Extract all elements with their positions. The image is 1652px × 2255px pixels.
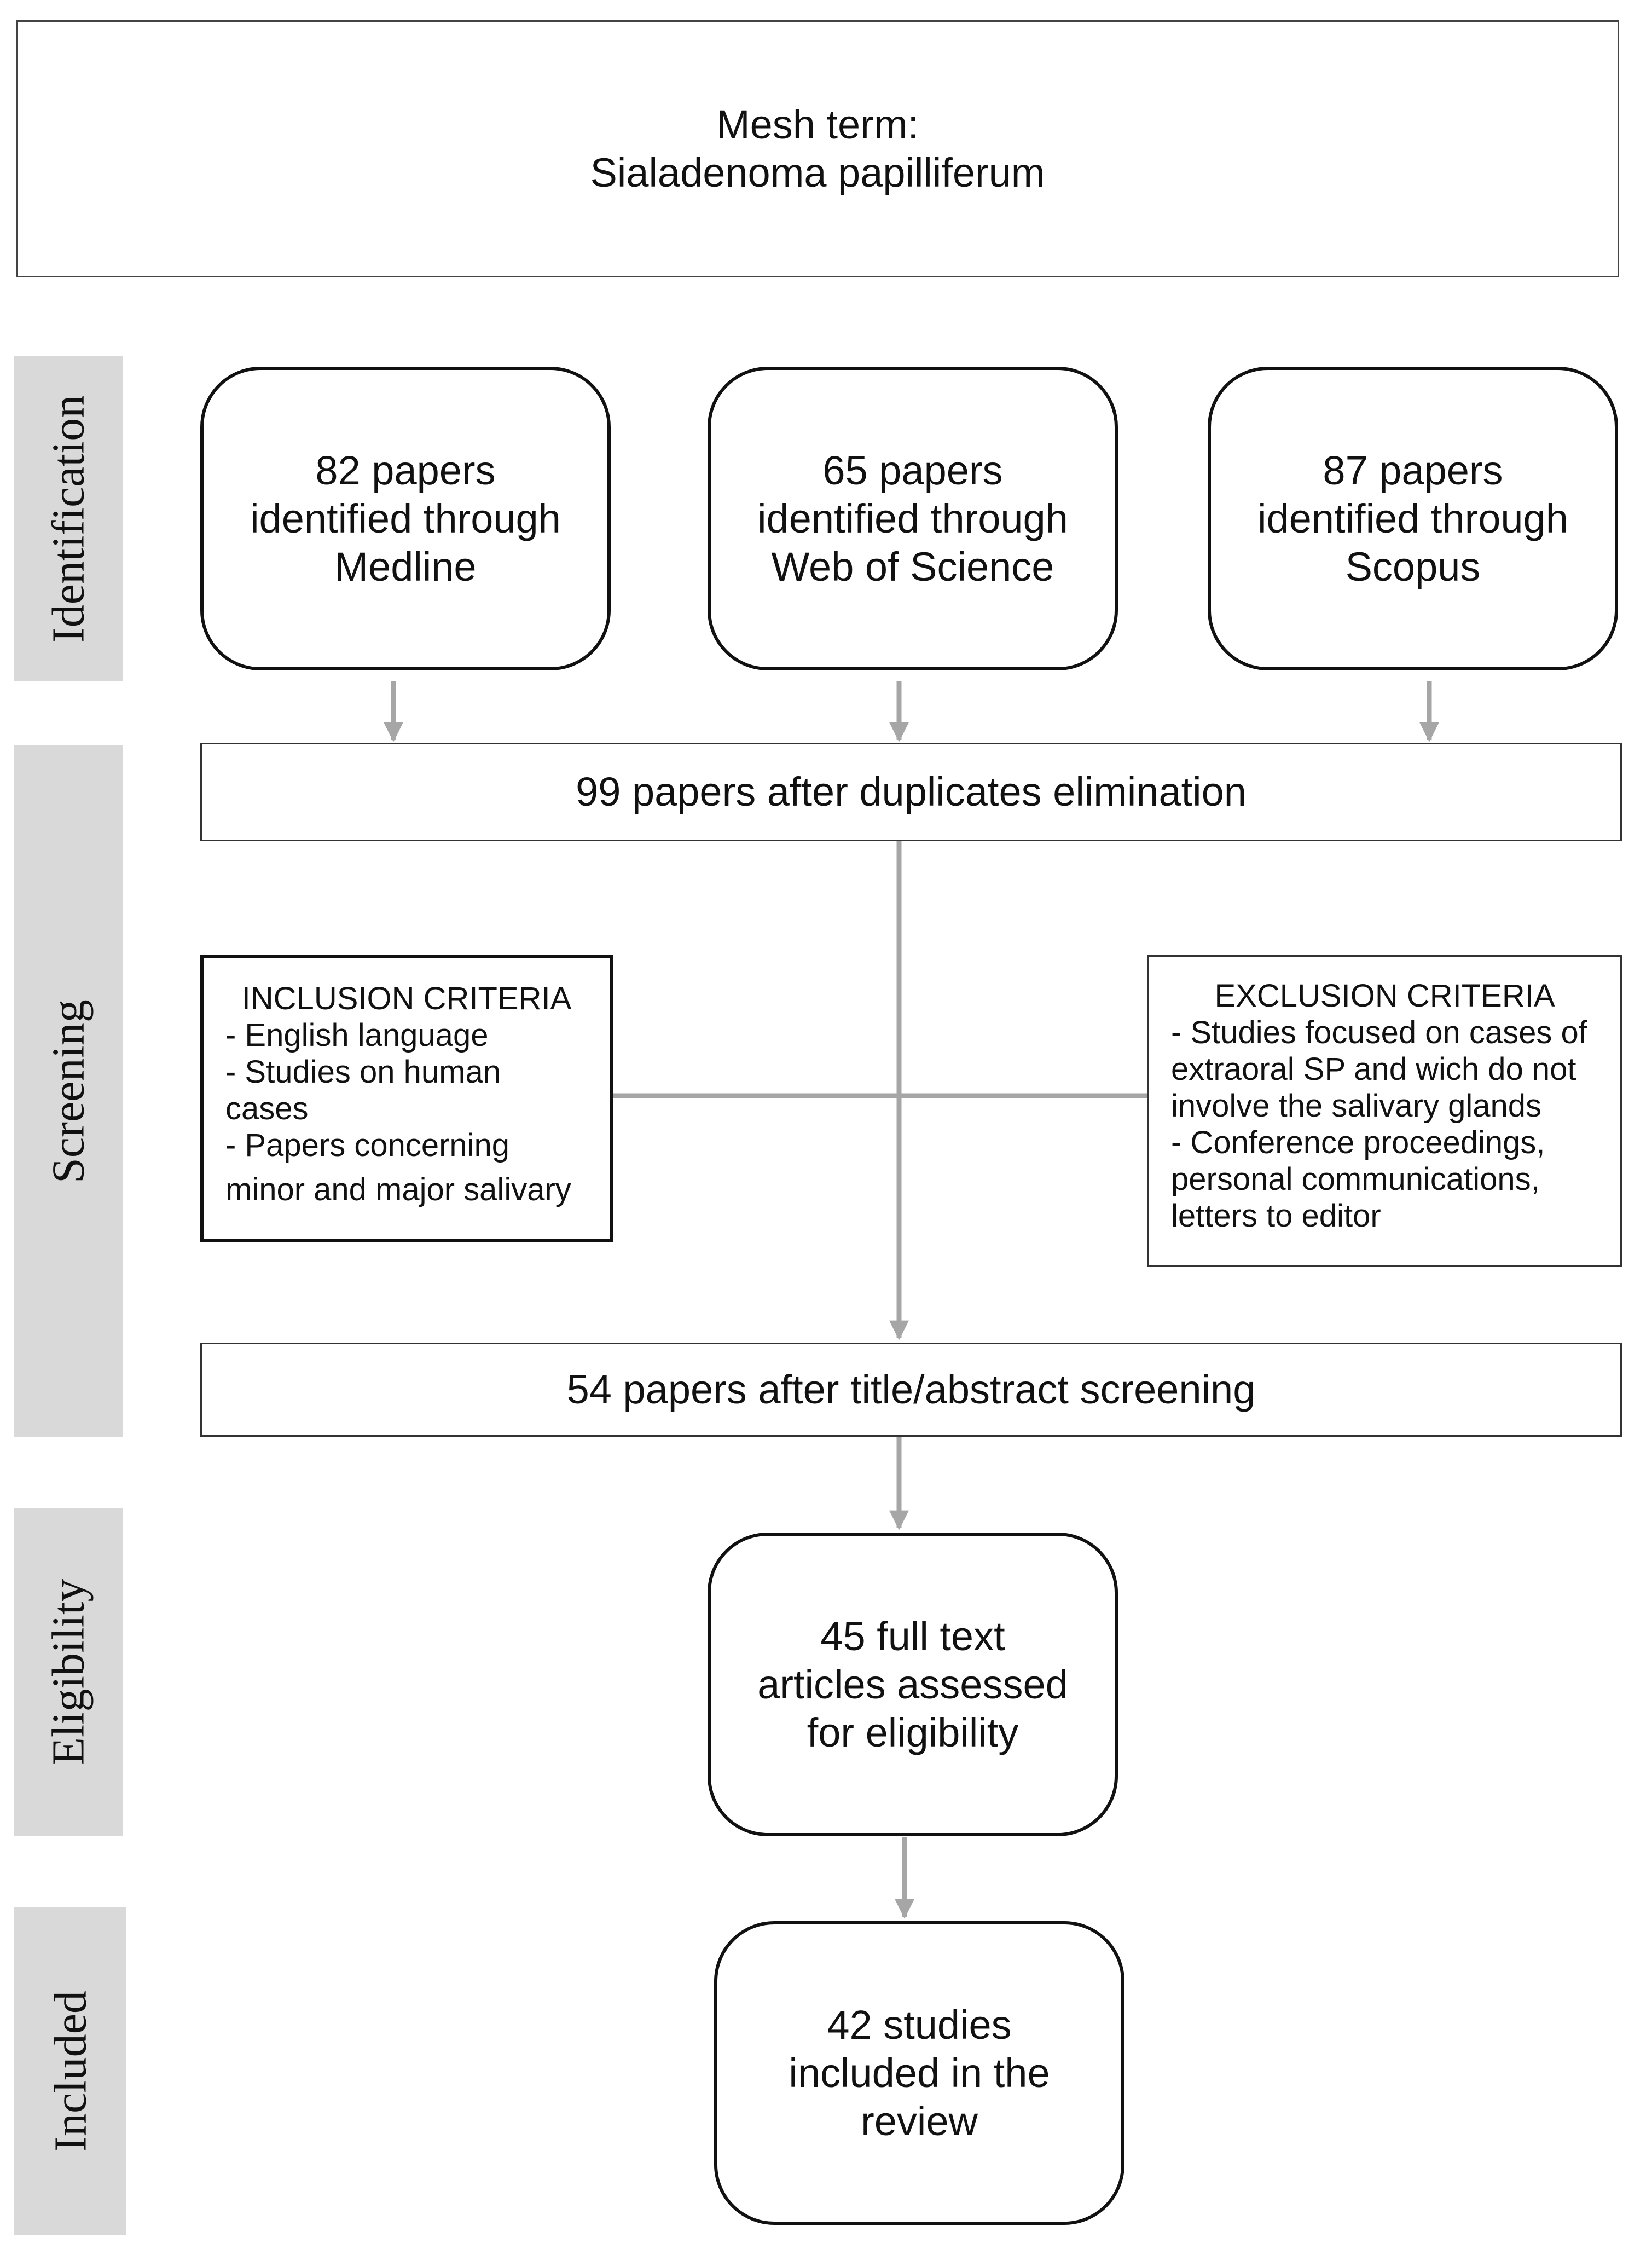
source-text: identified through bbox=[757, 495, 1068, 541]
source-name: Scopus bbox=[1345, 543, 1481, 589]
mesh-term-label: Mesh term: bbox=[716, 102, 919, 147]
exclusion-criteria-box: EXCLUSION CRITERIA - Studies focused on … bbox=[1147, 955, 1622, 1267]
included-box: 42 studies included in the review bbox=[714, 1921, 1124, 2225]
source-box-medline: 82 papers identified through Medline bbox=[200, 367, 611, 670]
included-text: review bbox=[861, 2098, 978, 2144]
exclusion-criteria-item: - Studies focused on cases of bbox=[1171, 1015, 1587, 1050]
eligibility-text: articles assessed bbox=[757, 1661, 1068, 1707]
exclusion-criteria-item: extraoral SP and wich do not bbox=[1171, 1051, 1576, 1087]
source-box-scopus: 87 papers identified through Scopus bbox=[1208, 367, 1618, 670]
exclusion-criteria-item: letters to editor bbox=[1171, 1198, 1381, 1234]
phase-eligibility: Eligibility bbox=[14, 1508, 123, 1836]
phase-screening-label: Screening bbox=[43, 999, 94, 1183]
phase-included-label: Included bbox=[45, 1991, 96, 2152]
source-box-web-of-science: 65 papers identified through Web of Scie… bbox=[708, 367, 1118, 670]
phase-screening: Screening bbox=[14, 745, 123, 1437]
inclusion-criteria-item: - Studies on human bbox=[225, 1054, 501, 1090]
exclusion-criteria-item: involve the salivary glands bbox=[1171, 1088, 1542, 1124]
mesh-term-value: Sialadenoma papilliferum bbox=[590, 150, 1045, 195]
phase-identification: Identification bbox=[14, 356, 123, 681]
eligibility-box: 45 full text articles assessed for eligi… bbox=[708, 1533, 1118, 1836]
included-count: 42 studies bbox=[827, 2002, 1012, 2048]
source-text: identified through bbox=[250, 495, 561, 541]
inclusion-criteria-item: - Papers concerning bbox=[225, 1128, 510, 1163]
mesh-term-box: Mesh term: Sialadenoma papilliferum bbox=[16, 20, 1619, 277]
duplicates-box: 99 papers after duplicates elimination bbox=[200, 743, 1622, 841]
source-name: Medline bbox=[334, 543, 477, 589]
inclusion-criteria-item: minor and major salivary bbox=[225, 1172, 571, 1207]
inclusion-criteria-item: - English language bbox=[225, 1017, 489, 1053]
exclusion-criteria-item: personal communications, bbox=[1171, 1161, 1540, 1197]
screened-box: 54 papers after title/abstract screening bbox=[200, 1343, 1622, 1437]
source-count: 87 papers bbox=[1323, 447, 1503, 493]
screened-text: 54 papers after title/abstract screening bbox=[566, 1367, 1256, 1412]
included-text: included in the bbox=[789, 2050, 1050, 2096]
exclusion-criteria-item: - Conference proceedings, bbox=[1171, 1125, 1545, 1160]
inclusion-criteria-item: cases bbox=[225, 1091, 309, 1126]
source-name: Web of Science bbox=[771, 543, 1054, 589]
exclusion-criteria-title: EXCLUSION CRITERIA bbox=[1214, 978, 1555, 1014]
phase-eligibility-label: Eligibility bbox=[43, 1578, 94, 1766]
source-count: 82 papers bbox=[315, 447, 496, 493]
source-count: 65 papers bbox=[822, 447, 1003, 493]
source-text: identified through bbox=[1257, 495, 1568, 541]
eligibility-count: 45 full text bbox=[820, 1613, 1005, 1659]
phase-identification-label: Identification bbox=[43, 395, 94, 643]
inclusion-criteria-box: INCLUSION CRITERIA - English language - … bbox=[200, 955, 613, 1242]
duplicates-text: 99 papers after duplicates elimination bbox=[576, 769, 1247, 814]
eligibility-text: for eligibility bbox=[807, 1709, 1019, 1755]
phase-included: Included bbox=[14, 1907, 126, 2235]
inclusion-criteria-title: INCLUSION CRITERIA bbox=[241, 981, 572, 1016]
